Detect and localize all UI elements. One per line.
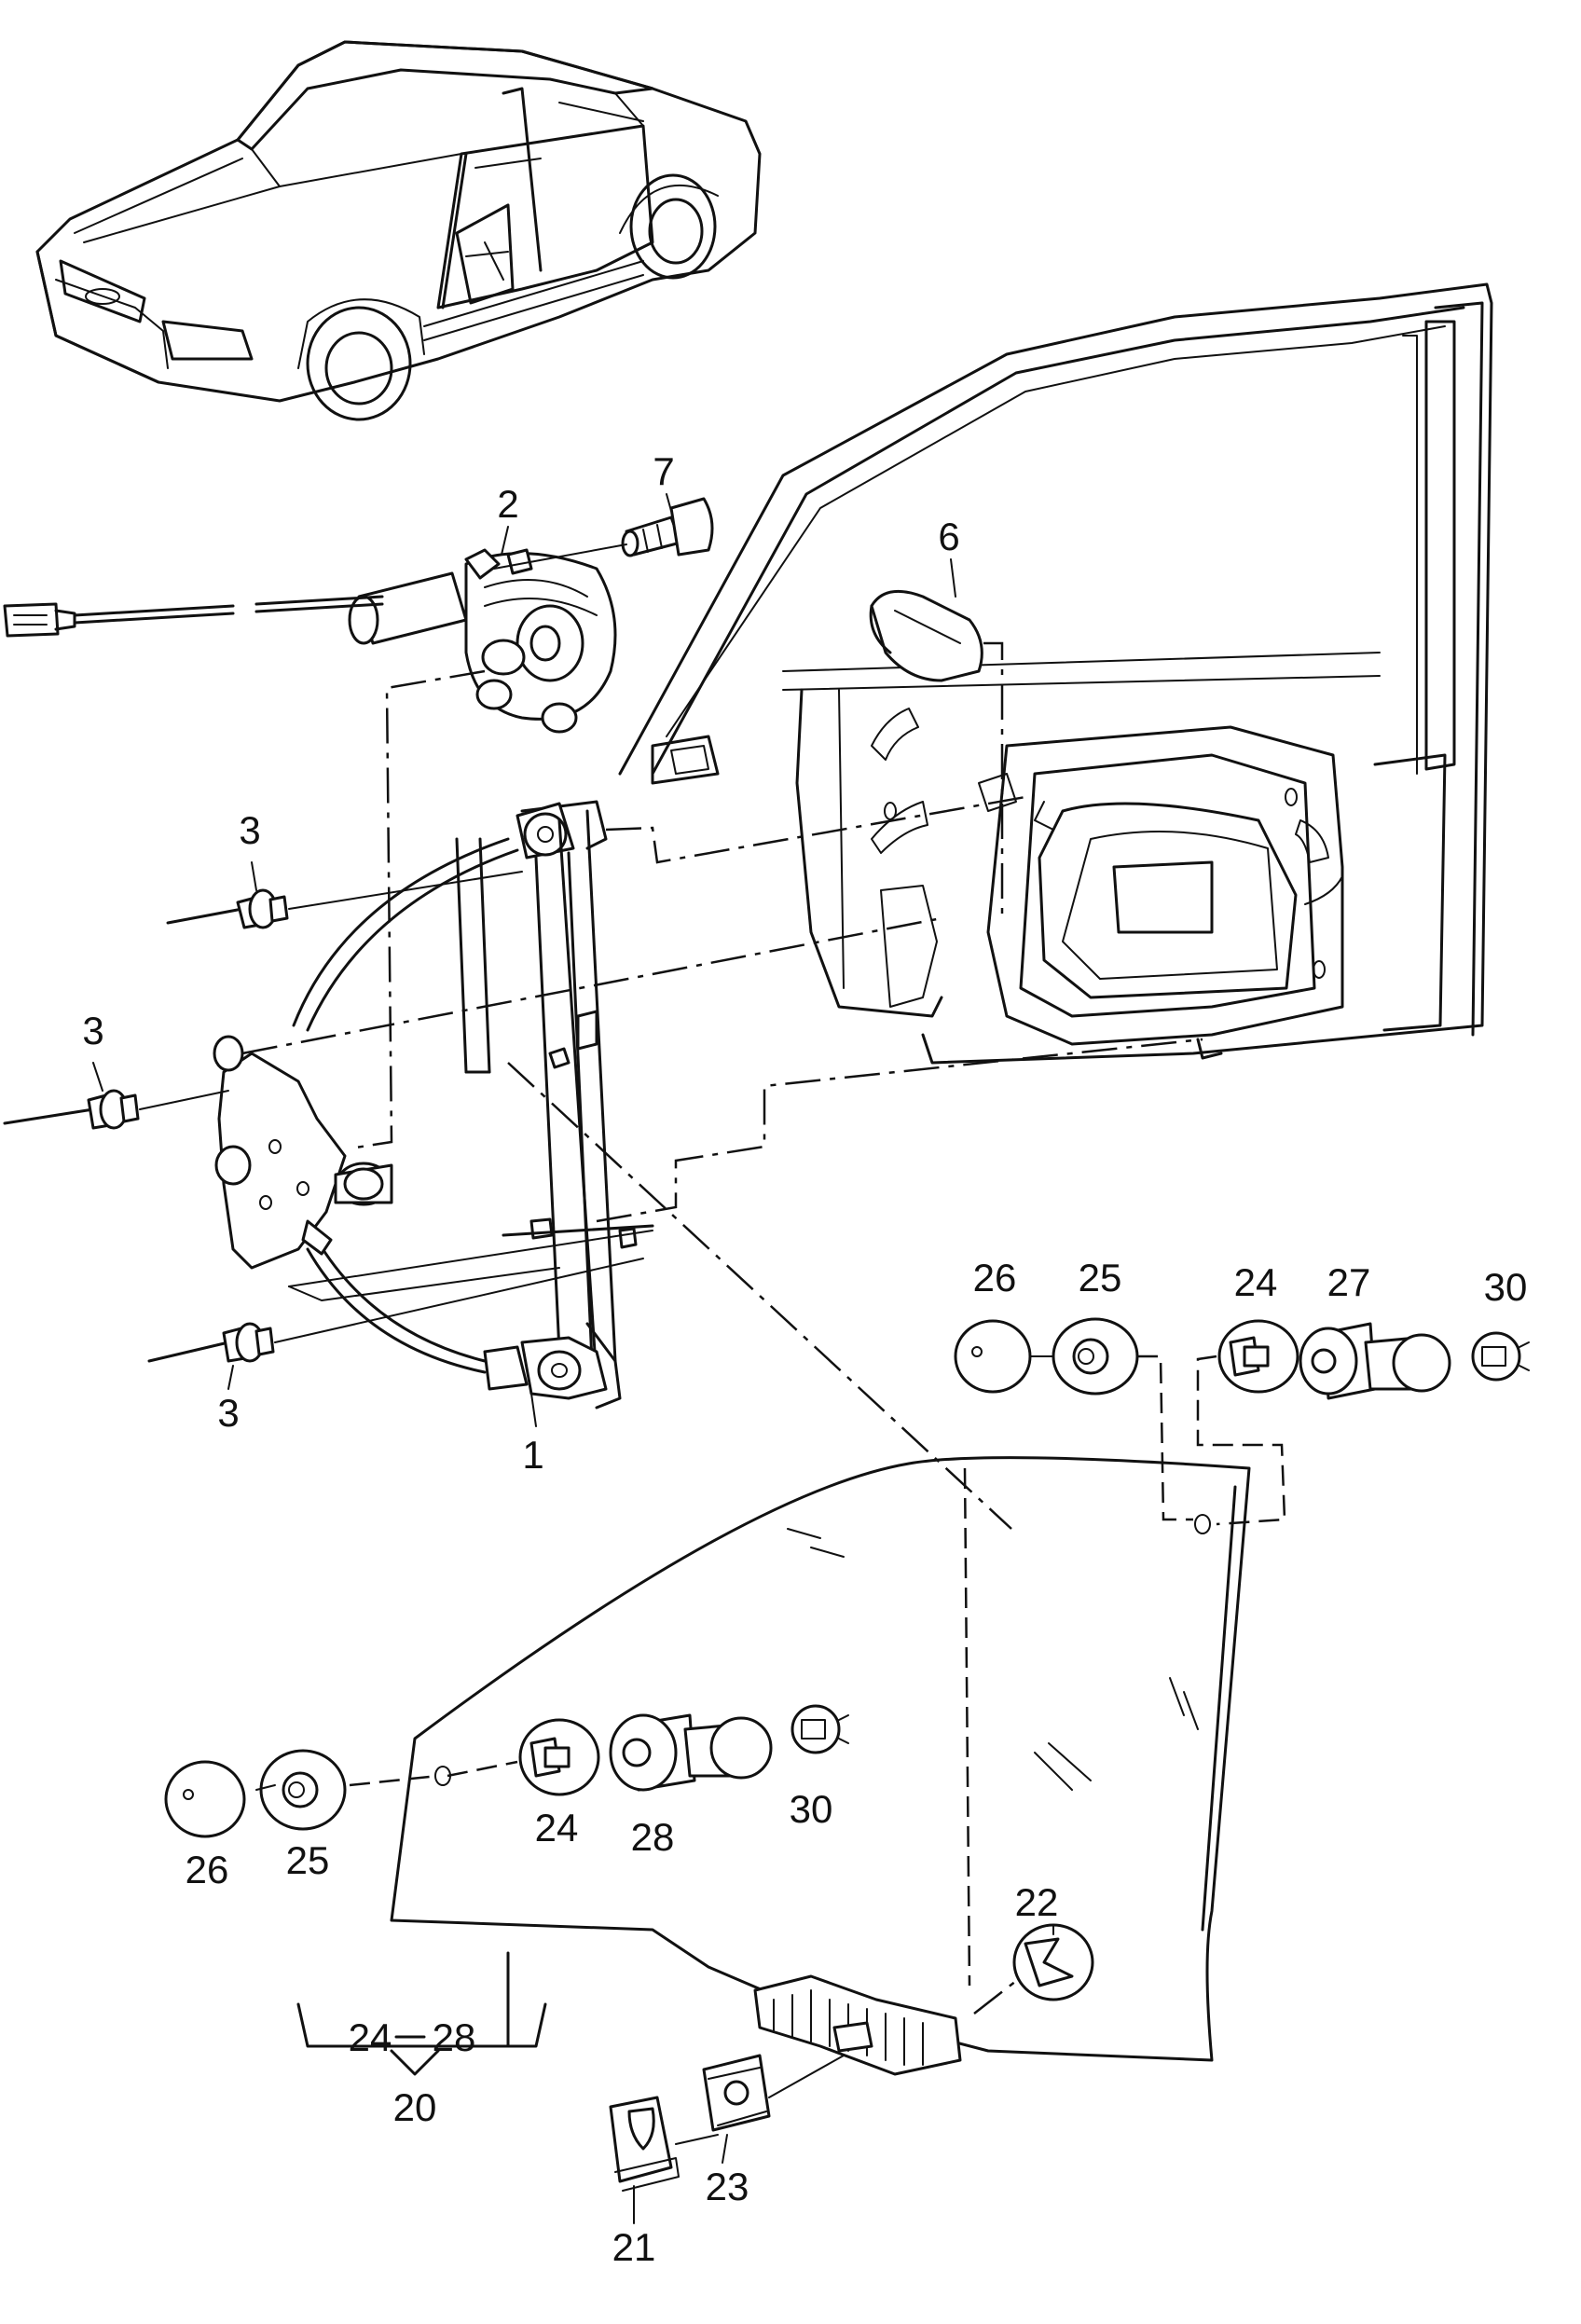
- callout-25-bottom: 25: [286, 1838, 330, 1882]
- leader-regulator-to-door-1: [605, 795, 1026, 864]
- top-hardware-row: [954, 1317, 1530, 1400]
- callout-21: 21: [612, 2225, 656, 2269]
- leader-motor-to-regulator: [349, 669, 486, 1150]
- part-3-rivet-middle: [3, 1089, 140, 1130]
- tick-3c: [227, 1365, 234, 1390]
- leader-glass-vertical: [963, 1467, 971, 1987]
- leader-line-3c: [274, 1258, 644, 1343]
- callout-28-range: 28: [433, 2015, 476, 2059]
- tick-23: [722, 2134, 728, 2164]
- part-30-nut-bottom: [790, 1704, 841, 1754]
- part-7-bolt: [621, 497, 714, 557]
- callout-24-bottom: 24: [535, 1806, 579, 1850]
- callout-6: 6: [938, 515, 959, 558]
- callout-25-top: 25: [1079, 1256, 1122, 1300]
- leader-regulator-to-glass: [507, 1062, 1012, 1530]
- leader-bottom-hardware: [349, 1774, 439, 1787]
- leader-line-21: [675, 2134, 719, 2145]
- callout-26-bottom: 26: [186, 1848, 229, 1891]
- part-3-rivet-bottom: [147, 1322, 275, 1363]
- leader-clip-to-bracket: [973, 1980, 1017, 2015]
- callout-1: 1: [522, 1433, 543, 1477]
- car-thumbnail-illustration: [35, 40, 762, 421]
- part-6-door-plug: [869, 589, 983, 682]
- part-21-spring-clip: [609, 2096, 680, 2192]
- leader-line-3a: [288, 871, 523, 910]
- tick-6: [950, 558, 956, 598]
- door-frame-illustration: [618, 282, 1493, 1065]
- callout-3-bottom: 3: [217, 1391, 239, 1435]
- range-arrow-20: [390, 2049, 440, 2076]
- callout-2: 2: [497, 482, 518, 526]
- callout-3-top: 3: [239, 808, 260, 852]
- leader-top-hardware-2: [1196, 1355, 1286, 1526]
- part-2-window-motor: [3, 548, 617, 734]
- callout-27: 27: [1327, 1260, 1371, 1304]
- glass-channel-bracket: [753, 1974, 962, 2076]
- leader-line-7: [493, 543, 627, 570]
- callout-7: 7: [653, 449, 674, 493]
- part-1-window-regulator: [213, 800, 654, 1410]
- callout-30-bottom: 30: [790, 1787, 833, 1831]
- leader-regulator-to-door-3: [596, 1038, 1203, 1223]
- tick-7: [666, 493, 672, 512]
- callout-28-bottom: 28: [631, 1815, 675, 1859]
- leader-top-hardware: [1137, 1355, 1193, 1521]
- tick-1: [530, 1393, 537, 1427]
- callout-22: 22: [1015, 1880, 1059, 1924]
- part-23-speed-nut: [702, 2054, 771, 2132]
- part-26-cap-bottom: [164, 1760, 246, 1838]
- door-glass-pane: [390, 1456, 1251, 2062]
- callout-30-top: 30: [1484, 1265, 1528, 1309]
- callout-24-range: 24: [349, 2015, 392, 2059]
- part-26-cap-top: [954, 1319, 1032, 1394]
- callout-3-middle: 3: [82, 1009, 103, 1052]
- tick-2: [501, 526, 509, 556]
- tick-3b: [92, 1062, 103, 1092]
- callout-26-top: 26: [973, 1256, 1017, 1300]
- callout-23: 23: [706, 2165, 749, 2208]
- group-bracket-20: [296, 2002, 547, 2048]
- tick-3a: [251, 861, 257, 891]
- callout-20: 20: [393, 2085, 437, 2129]
- callout-24-top: 24: [1234, 1260, 1278, 1304]
- leader-line-3b: [139, 1090, 229, 1110]
- leader-bottom-hardware-2: [447, 1760, 518, 1778]
- part-22-clip: [1012, 1923, 1094, 2001]
- part-3-rivet-top: [166, 888, 289, 929]
- part-30-nut-top: [1471, 1331, 1521, 1382]
- bottom-hardware-row: [164, 1704, 849, 1838]
- leader-line-23: [768, 2055, 845, 2098]
- leader-line-6: [983, 641, 1004, 914]
